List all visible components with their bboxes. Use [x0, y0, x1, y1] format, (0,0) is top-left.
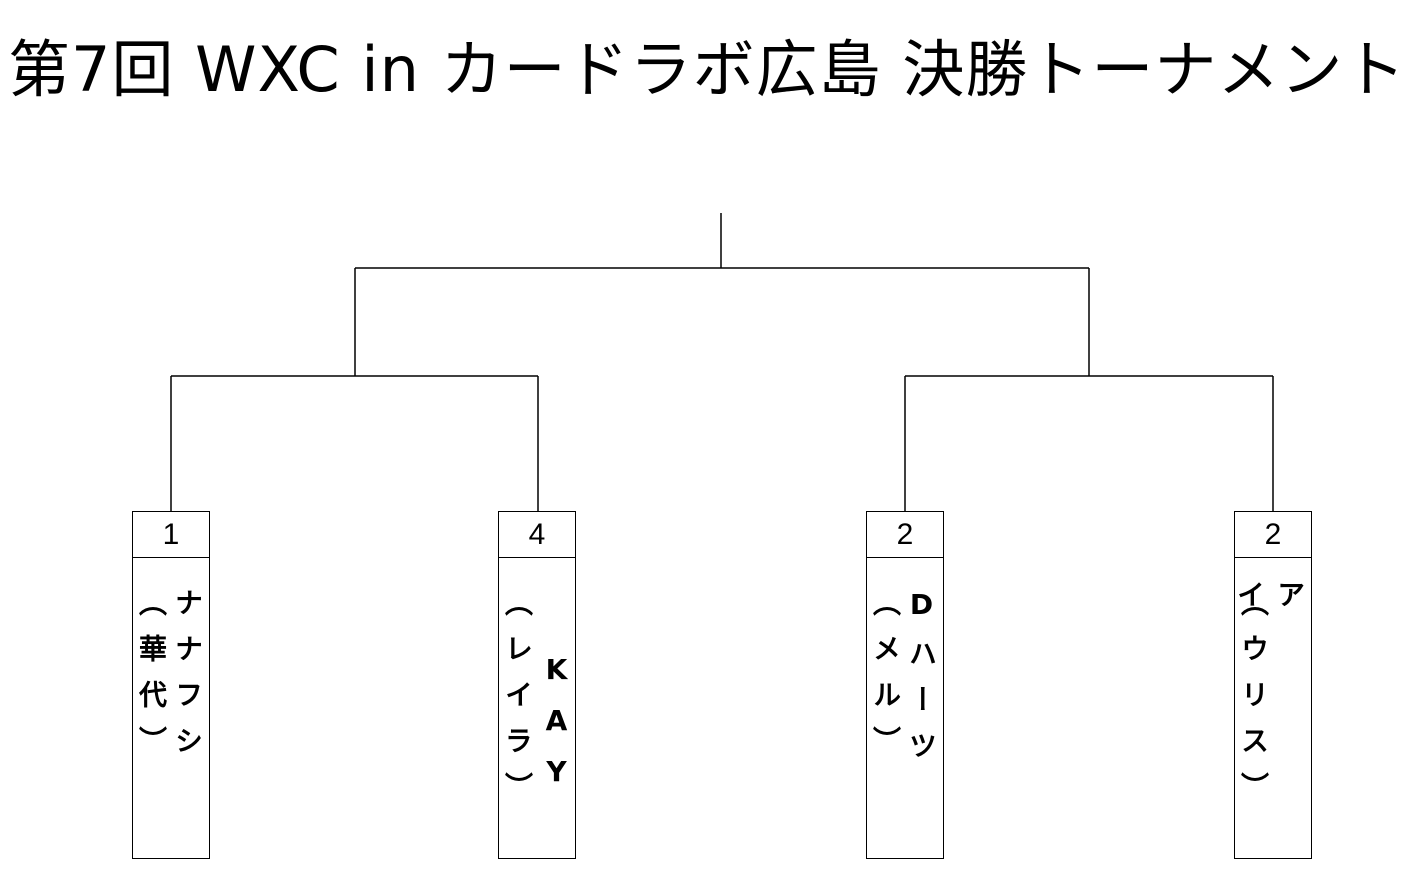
- player-name: Dハーツ: [905, 588, 938, 777]
- player-team: ︵メル︶: [869, 588, 902, 772]
- player-entry-4: 2 アイ ︵ウリス︶: [1233, 511, 1312, 859]
- player-name: アイ: [1233, 580, 1306, 768]
- player-name: ナナフシ: [171, 588, 204, 772]
- page-title: 第7回 WXC in カードラボ広島 決勝トーナメント: [8, 33, 1407, 106]
- player-entry-1: 1 ナナフシ ︵華代︶: [132, 511, 210, 859]
- seed-number: 2: [867, 512, 943, 558]
- player-name: KAY: [540, 653, 573, 806]
- seed-number: 2: [1235, 512, 1311, 558]
- player-entry-3: 2 Dハーツ ︵メル︶: [866, 511, 944, 859]
- player-team: ︵レイラ︶: [501, 588, 534, 818]
- seed-number: 4: [499, 512, 575, 558]
- seed-number: 1: [133, 512, 209, 558]
- player-team: ︵ウリス︶: [1237, 588, 1270, 818]
- player-entry-2: 4 KAY ︵レイラ︶: [498, 511, 576, 859]
- player-team: ︵華代︶: [135, 588, 168, 772]
